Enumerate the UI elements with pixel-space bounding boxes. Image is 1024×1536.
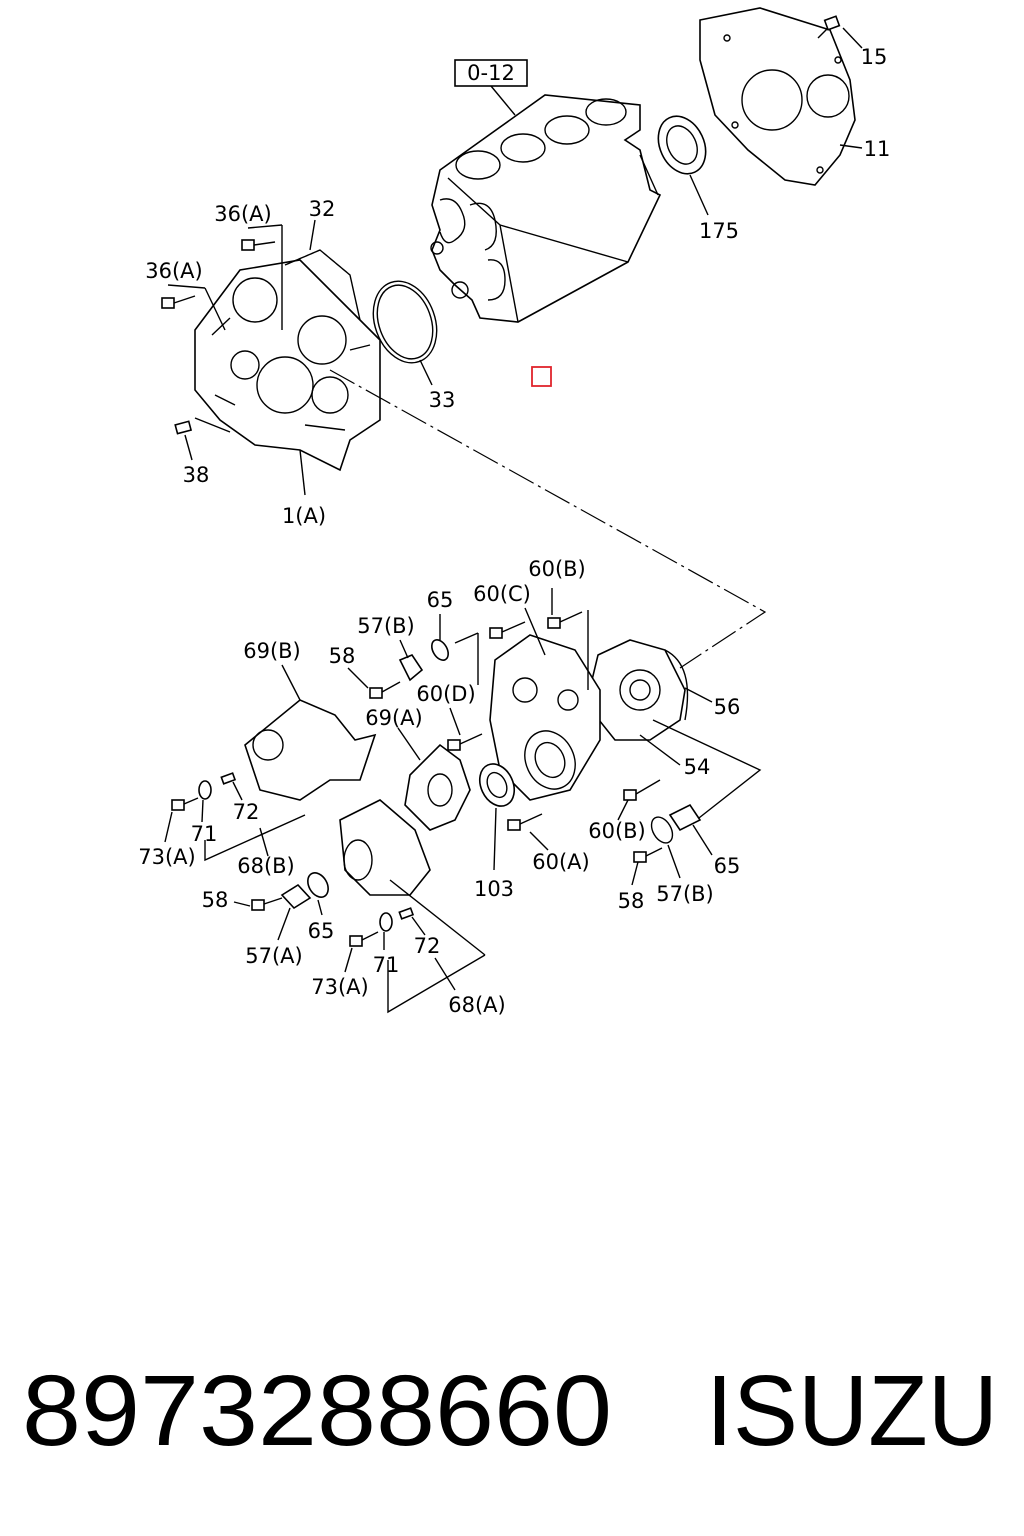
- callout-71-top: 71: [191, 822, 218, 846]
- plate-57a: [277, 883, 312, 941]
- callout-36a-left: 36(A): [145, 259, 202, 283]
- bolt-60a: [507, 813, 549, 851]
- callout-58-left: 58: [202, 888, 229, 912]
- callout-175: 175: [699, 219, 739, 243]
- dowel-38: [174, 417, 231, 461]
- callout-11: 11: [864, 137, 891, 161]
- washer-71-bot: [379, 912, 393, 950]
- cylinder-block: [430, 94, 662, 323]
- callout-36a-top: 36(A): [214, 202, 271, 226]
- callout-57b-top: 57(B): [357, 614, 415, 638]
- bolt-36a-left: [161, 284, 226, 331]
- bolt-58-top: [347, 667, 401, 699]
- callout-71-bot: 71: [373, 953, 400, 977]
- callout-65-top: 65: [427, 588, 454, 612]
- callout-60c: 60(C): [473, 582, 531, 606]
- center-line: [329, 369, 767, 669]
- end-plate: [699, 7, 856, 186]
- callout-65-right: 65: [714, 854, 741, 878]
- callout-32: 32: [309, 197, 336, 221]
- callout-33: 33: [429, 388, 456, 412]
- gasket-65-mid: [307, 872, 329, 916]
- callout-69a: 69(A): [365, 706, 422, 730]
- bolt-60b-bot: [617, 779, 661, 821]
- o-ring-33: [372, 280, 438, 386]
- plate-57b-bot: [650, 803, 713, 879]
- reference-box-label: 0-12: [467, 61, 515, 85]
- oil-seal-175: [639, 115, 709, 216]
- bolt-36a-top: [241, 224, 283, 330]
- callout-68b: 68(B): [237, 854, 295, 878]
- callout-57b-bot: 57(B): [656, 882, 714, 906]
- oil-seal-103: [478, 763, 516, 871]
- callout-38: 38: [183, 463, 210, 487]
- selection-marker: [531, 366, 552, 387]
- callout-65-mid: 65: [308, 919, 335, 943]
- bracket-68a: [387, 954, 486, 1014]
- callout-15: 15: [861, 45, 888, 69]
- gear-cover-56: [591, 639, 713, 741]
- pump-body-54: [489, 634, 681, 801]
- callout-60d: 60(D): [416, 682, 475, 706]
- callout-73a-top: 73(A): [138, 845, 195, 869]
- bolt-73a-bot: [344, 931, 379, 973]
- callout-58-top: 58: [329, 644, 356, 668]
- bolt-58-left: [233, 897, 283, 911]
- bolt-73a-top: [164, 797, 199, 843]
- callout-69b: 69(B): [243, 639, 301, 663]
- bolt-58-right: [631, 847, 663, 886]
- timing-case: [194, 259, 381, 472]
- gasket-65-top: [431, 614, 479, 685]
- rotor-69b: [244, 664, 377, 801]
- callout-58-right: 58: [618, 889, 645, 913]
- washer-71-top: [198, 780, 212, 823]
- bolt-60d: [447, 707, 483, 751]
- plate-57b-top: [398, 639, 424, 682]
- callout-57a: 57(A): [245, 944, 302, 968]
- rotor-69a: [397, 727, 471, 831]
- callout-54: 54: [684, 755, 711, 779]
- callout-56: 56: [714, 695, 741, 719]
- brand-name: ISUZU: [706, 1355, 998, 1467]
- callout-1a: 1(A): [282, 504, 326, 528]
- callout-72-top: 72: [233, 800, 260, 824]
- rotor-68a: [339, 799, 486, 956]
- part-number: 8973288660: [22, 1355, 612, 1467]
- callout-103: 103: [474, 877, 514, 901]
- callout-68a: 68(A): [448, 993, 505, 1017]
- callout-60a: 60(A): [532, 850, 589, 874]
- bolt-15: [817, 15, 863, 49]
- callout-72-bot: 72: [414, 934, 441, 958]
- callout-60b-top: 60(B): [528, 557, 586, 581]
- reference-box: 0-12: [454, 59, 528, 116]
- pin-72-bot: [398, 907, 426, 936]
- callout-73a-bot: 73(A): [311, 975, 368, 999]
- gasket-32: [284, 219, 361, 321]
- pin-72-top: [220, 772, 243, 801]
- bracket-68b: [204, 814, 306, 862]
- bolt-60b-top: [547, 588, 589, 690]
- callout-60b-bot: 60(B): [588, 819, 646, 843]
- bolt-60c: [489, 607, 546, 656]
